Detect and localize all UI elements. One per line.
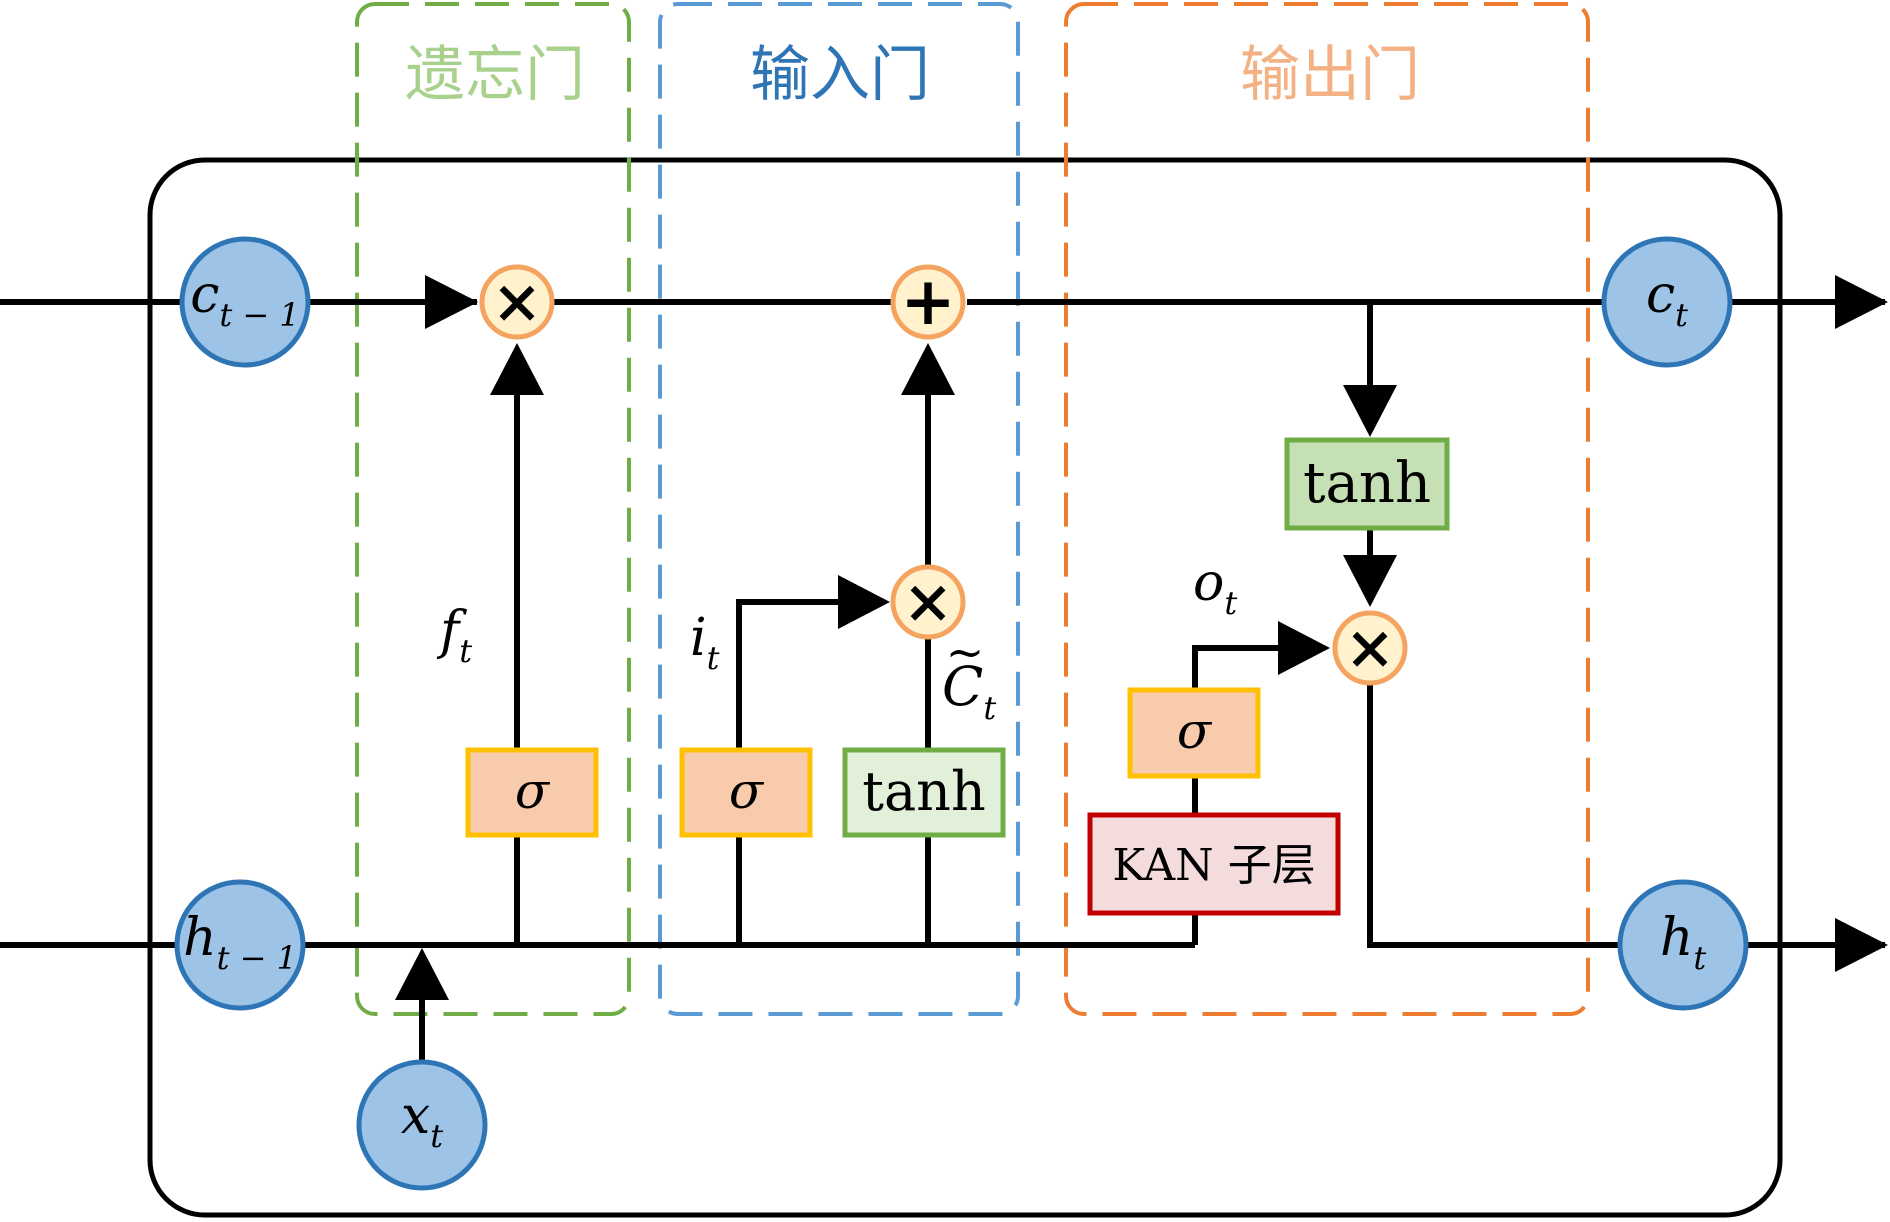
input-add-op: + bbox=[890, 262, 966, 340]
output-tanh-arrowhead bbox=[1343, 385, 1397, 437]
svg-text:ct − 1: ct − 1 bbox=[190, 265, 300, 334]
c-prev-sub: t − 1 bbox=[219, 296, 299, 334]
output-mult-arrowhead bbox=[1343, 555, 1397, 607]
x-t-sub: t bbox=[430, 1117, 443, 1155]
output-gate-region bbox=[1064, 2, 1590, 1016]
c-t-sub: t bbox=[1675, 296, 1688, 334]
svg-text:ht − 1: ht − 1 bbox=[183, 908, 297, 977]
f-t-sub: t bbox=[459, 632, 472, 670]
svg-text:ht: ht bbox=[1660, 908, 1707, 977]
output-multiply-symbol: × bbox=[1345, 613, 1395, 683]
xt-arrowhead bbox=[395, 948, 449, 1000]
o-t-sub: t bbox=[1224, 584, 1237, 622]
input-add-arrowhead bbox=[901, 343, 955, 395]
node-h-prev: ht − 1 bbox=[174, 879, 306, 1011]
o-t-main: o bbox=[1193, 553, 1224, 613]
svg-text:xt: xt bbox=[401, 1086, 443, 1155]
node-c-t: ct bbox=[1601, 236, 1733, 368]
forget-multiply-symbol: × bbox=[492, 267, 542, 337]
input-it-arrowhead bbox=[838, 575, 890, 629]
cell-state-arrowhead-out bbox=[1835, 275, 1888, 329]
svg-text:Ct: Ct bbox=[942, 655, 996, 727]
input-multiply-symbol: × bbox=[903, 567, 953, 637]
output-tanh-box: tanh bbox=[1284, 437, 1450, 531]
output-gate-title: 输出门 bbox=[1240, 40, 1420, 110]
label-i-t: it bbox=[690, 608, 720, 677]
h-prev-main: h bbox=[183, 908, 217, 968]
i-t-main: i bbox=[690, 608, 707, 668]
label-c-tilde: ~ Ct bbox=[942, 625, 996, 727]
output-ot-path bbox=[1192, 645, 1280, 690]
input-multiply-op: × bbox=[890, 564, 966, 640]
input-tanh-box: tanh bbox=[842, 747, 1006, 838]
c-prev-main: c bbox=[190, 265, 219, 325]
forget-gate-region bbox=[355, 2, 631, 1016]
forget-multiply-op: × bbox=[479, 264, 555, 340]
h-prev-sub: t − 1 bbox=[217, 939, 297, 977]
i-t-sub: t bbox=[707, 639, 720, 677]
output-multiply-op: × bbox=[1332, 610, 1408, 686]
kan-sublayer-box: KAN 子层 bbox=[1087, 812, 1341, 916]
output-to-ht-path bbox=[1367, 685, 1620, 948]
hidden-state-arrowhead-out bbox=[1835, 918, 1888, 972]
input-sigma-label: σ bbox=[729, 762, 765, 820]
c-t-main: c bbox=[1646, 265, 1675, 325]
node-x-t: xt bbox=[356, 1059, 488, 1191]
output-sigma-box: σ bbox=[1127, 687, 1261, 779]
forget-sigma-label: σ bbox=[515, 762, 551, 820]
x-t-main: x bbox=[401, 1086, 430, 1146]
c-tilde-sub: t bbox=[983, 689, 996, 727]
input-gate-title: 输入门 bbox=[750, 40, 930, 110]
kan-sublayer-label: KAN 子层 bbox=[1112, 840, 1315, 891]
cell-outline bbox=[147, 157, 1783, 1218]
forget-sigma-box: σ bbox=[465, 747, 599, 838]
input-tanh-label: tanh bbox=[862, 760, 985, 823]
node-c-prev: ct − 1 bbox=[179, 236, 311, 368]
svg-text:ct: ct bbox=[1646, 265, 1688, 334]
input-sigma-box: σ bbox=[679, 747, 813, 838]
c-tilde-accent: ~ bbox=[946, 625, 985, 679]
label-o-t: ot bbox=[1193, 553, 1237, 622]
cell-state-arrowhead-forget bbox=[425, 275, 478, 329]
node-h-t: ht bbox=[1617, 879, 1749, 1011]
output-sigma-label: σ bbox=[1177, 702, 1213, 760]
input-gate-region bbox=[658, 2, 1020, 1016]
output-tanh-label: tanh bbox=[1303, 451, 1431, 516]
h-t-sub: t bbox=[1693, 939, 1706, 977]
label-f-t: ft bbox=[436, 601, 472, 670]
c-tilde-main: C bbox=[942, 655, 983, 718]
output-ot-arrowhead bbox=[1278, 621, 1330, 675]
forget-arrowhead bbox=[490, 343, 544, 395]
input-add-symbol: + bbox=[900, 262, 955, 340]
input-it-path bbox=[736, 599, 840, 750]
forget-gate-title: 遗忘门 bbox=[405, 40, 585, 110]
h-t-main: h bbox=[1660, 908, 1694, 968]
